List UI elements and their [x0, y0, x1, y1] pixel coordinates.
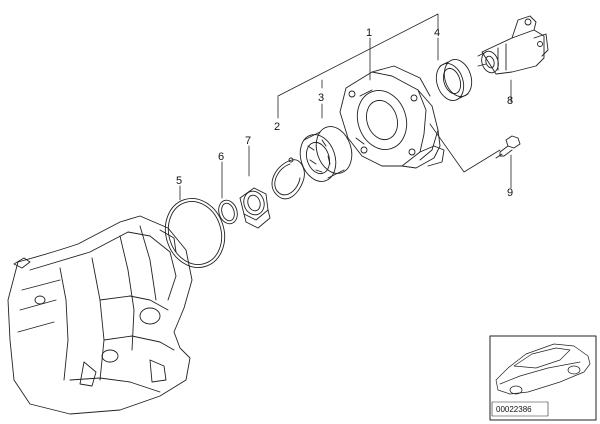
part-9-screw	[495, 135, 521, 159]
callout-4: 4	[434, 27, 440, 39]
callout-numbers: 1 2 3 4 5 6 7 8 9	[176, 27, 513, 199]
part-6-snap-ring	[218, 199, 238, 225]
part-8-sensor	[477, 15, 549, 75]
part-7-nut	[239, 187, 271, 229]
transmission-housing	[7, 215, 193, 415]
car-silhouette-icon	[495, 343, 591, 395]
callout-1: 1	[366, 27, 372, 39]
vehicle-thumbnail: 00022386	[489, 335, 597, 421]
leader-lines	[179, 13, 512, 201]
part-1-housing	[339, 65, 445, 169]
part-4-shaft-seal	[435, 59, 473, 101]
part-5-o-ring	[164, 198, 226, 268]
callout-9: 9	[507, 187, 513, 199]
callout-8: 8	[507, 95, 513, 107]
callout-3: 3	[318, 92, 324, 104]
part-3-bearing	[299, 126, 353, 182]
callout-7: 7	[245, 135, 251, 147]
callout-6: 6	[218, 151, 224, 163]
callout-5: 5	[176, 175, 182, 187]
callout-2: 2	[274, 121, 280, 133]
part-2-circlip	[271, 157, 305, 200]
reference-code: 00022386	[496, 405, 532, 414]
